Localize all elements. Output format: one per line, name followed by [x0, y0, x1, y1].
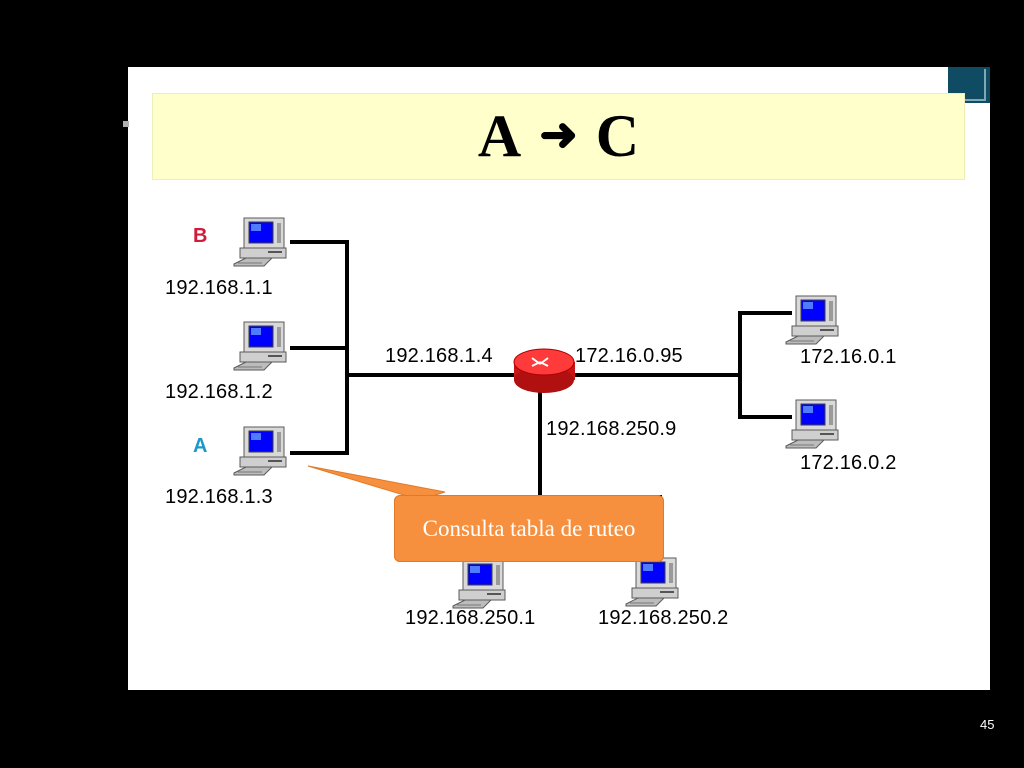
host-label-b: B	[193, 225, 208, 247]
ip-host-right-top: 172.16.0.1	[800, 346, 897, 368]
host-label-a: A	[193, 435, 208, 457]
callout-text: Consulta tabla de ruteo	[422, 516, 636, 541]
ip-host-bottom-left: 192.168.250.1	[405, 607, 536, 629]
computer-icon-right-bottom	[785, 399, 839, 449]
computer-icon-a	[233, 426, 287, 476]
ip-router-bottom: 192.168.250.9	[546, 418, 677, 440]
router-icon	[513, 348, 575, 393]
title-banner: A ➜ C	[153, 94, 964, 179]
slide-number: 45	[980, 717, 995, 732]
computer-icon-bottom-left	[452, 559, 506, 609]
computer-icon-b	[233, 217, 287, 267]
title-source: A	[477, 103, 522, 169]
bullet-mark	[123, 121, 129, 127]
computer-icon-right-top	[785, 295, 839, 345]
ip-router-right: 172.16.0.95	[575, 345, 683, 367]
computer-icon-bottom-right	[625, 557, 679, 607]
ip-host-b: 192.168.1.1	[165, 277, 273, 299]
ip-host-a: 192.168.1.3	[165, 486, 273, 508]
ip-host-mid: 192.168.1.2	[165, 381, 273, 403]
right-arrow-icon: ➜	[539, 108, 578, 160]
ip-router-left: 192.168.1.4	[385, 345, 493, 367]
computer-icon-mid	[233, 321, 287, 371]
title-destination: C	[595, 103, 640, 169]
routing-table-callout: Consulta tabla de ruteo	[394, 495, 664, 562]
ip-host-bottom-right: 192.168.250.2	[598, 607, 729, 629]
ip-host-right-bottom: 172.16.0.2	[800, 452, 897, 474]
corner-decoration-outline	[950, 69, 986, 101]
